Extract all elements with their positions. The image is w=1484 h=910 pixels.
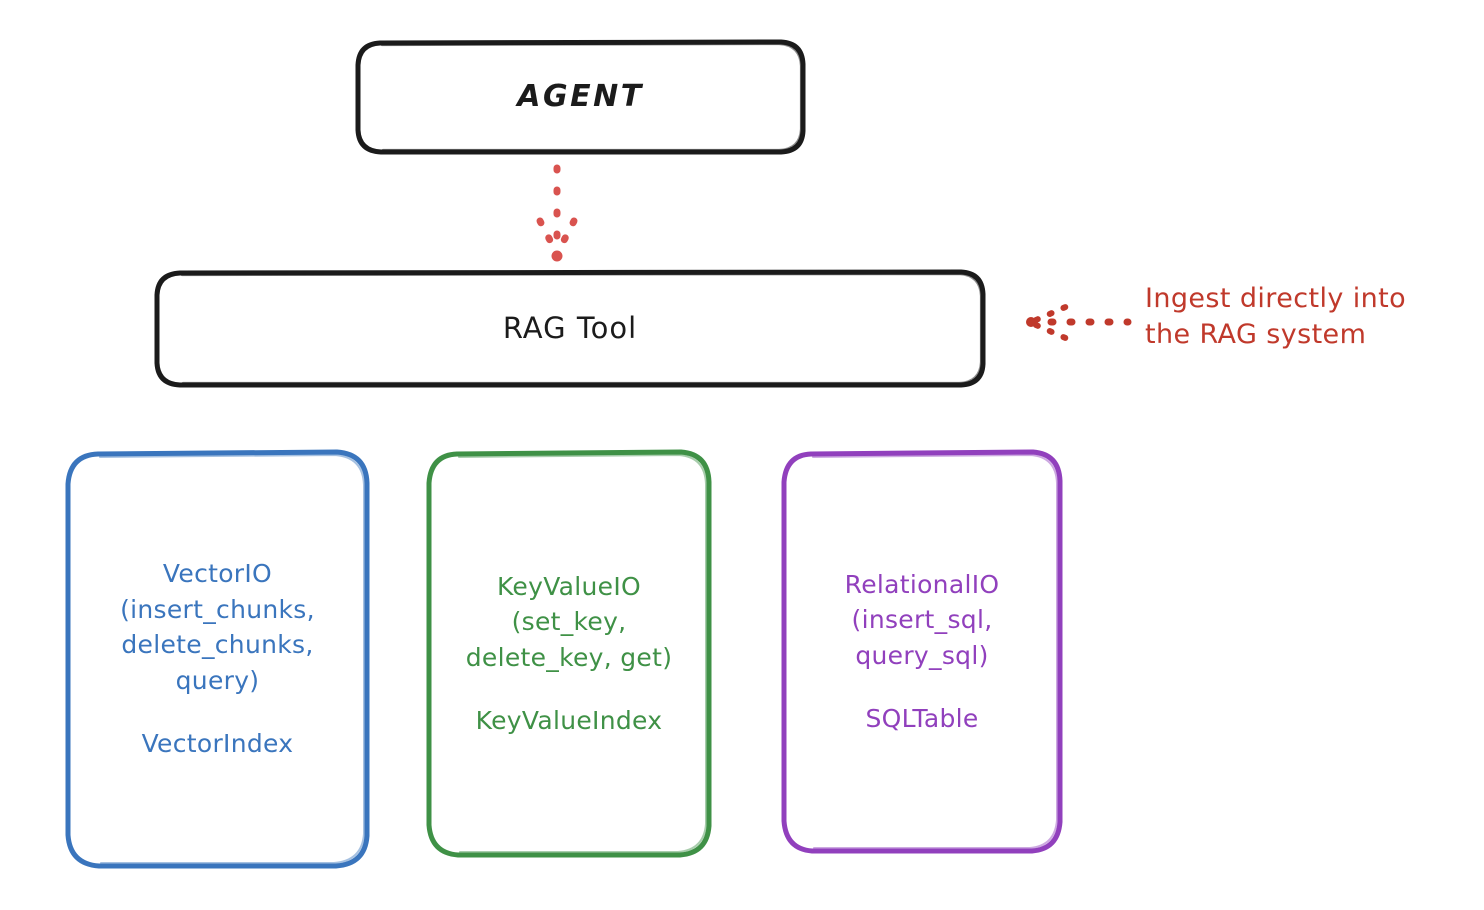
relational-io-methods: RelationalIO (insert_sql, query_sql) [844, 569, 1000, 670]
vector-io-box[interactable] [65, 449, 370, 869]
vector-io-methods: VectorIO (insert_chunks, delete_chunks, … [120, 559, 315, 695]
key-value-index-label: KeyValueIndex [475, 706, 663, 735]
agent-box[interactable] [355, 39, 806, 155]
rag-tool-box[interactable] [154, 269, 986, 388]
ingest-arrow [1026, 302, 1132, 343]
ingest-annotation-text: Ingest directly into the RAG system [1145, 283, 1407, 350]
key-value-io-methods: KeyValueIO (set_key, delete_key, get) [465, 571, 673, 672]
agent-box-sketch-overlay [380, 42, 803, 152]
vector-io-label-group: VectorIO (insert_chunks, delete_chunks, … [68, 452, 367, 866]
sql-table-label: SQLTable [865, 704, 979, 733]
relational-io-box[interactable] [781, 449, 1063, 854]
agent-to-rag-arrow [536, 164, 578, 262]
relational-io-box-sketch-overlay [812, 453, 1058, 849]
key-value-io-box-sketch-overlay [458, 453, 707, 853]
vector-index-label: VectorIndex [141, 729, 294, 759]
vector-io-box-sketch-overlay [99, 453, 365, 864]
key-value-io-label-group: KeyValueIO (set_key, delete_key, get) Ke… [429, 452, 709, 855]
rag-tool-box-sketch-overlay [180, 272, 983, 385]
key-value-io-box[interactable] [426, 449, 712, 858]
relational-io-label-group: RelationalIO (insert_sql, query_sql) SQL… [784, 452, 1060, 851]
